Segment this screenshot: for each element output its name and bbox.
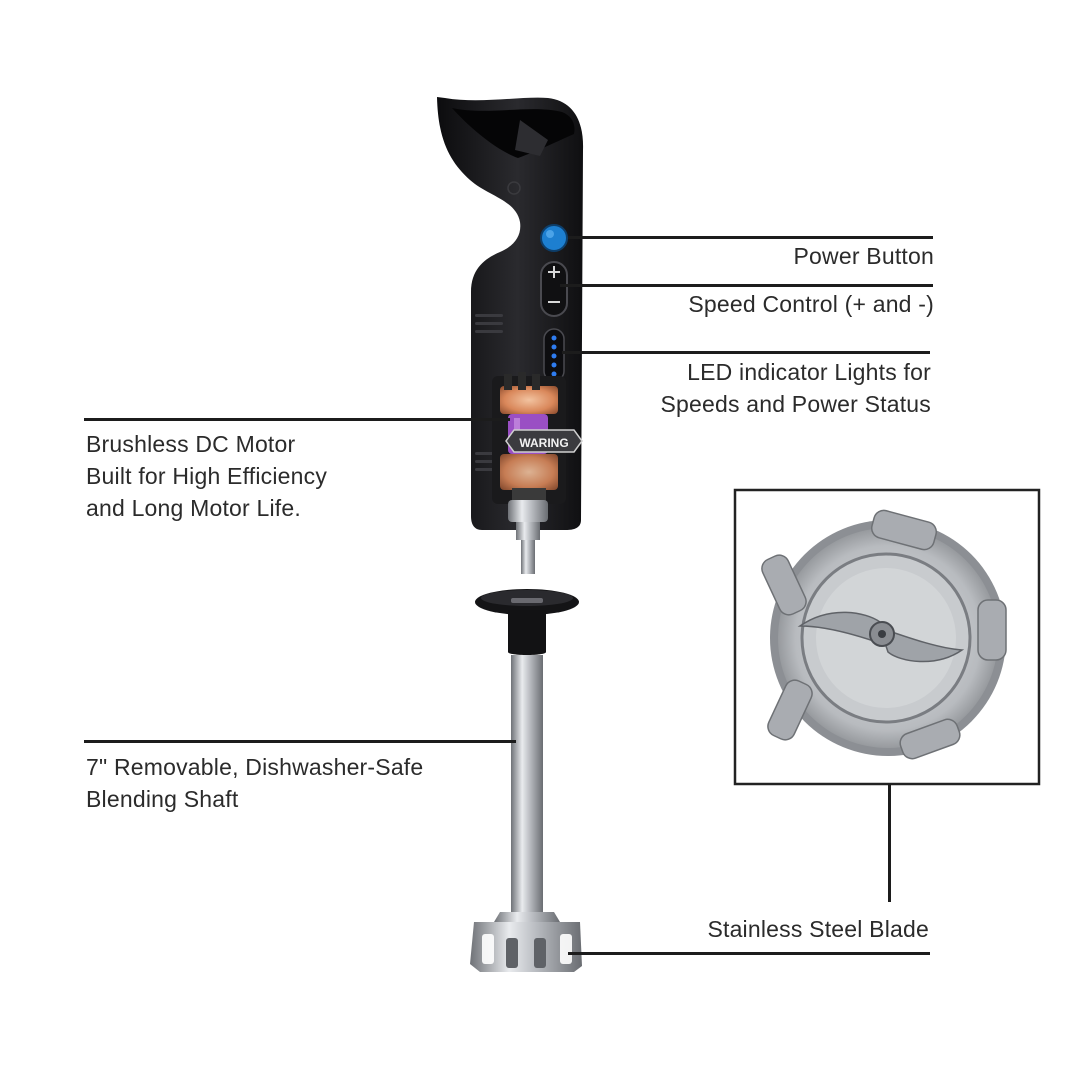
label-shaft: 7" Removable, Dishwasher-Safe Blending S…: [86, 754, 424, 812]
callout-line-power: [568, 236, 933, 239]
label-blade: Stainless Steel Blade: [707, 916, 929, 942]
blending-shaft: [511, 655, 543, 917]
callout-line-detail-connector: [888, 784, 891, 902]
callout-line-motor: [84, 418, 510, 421]
callout-line-speed: [560, 284, 933, 287]
callout-line-shaft: [84, 740, 516, 743]
shaft-top-cap: [475, 589, 579, 655]
callout-line-blade: [568, 952, 930, 955]
label-power-button: Power Button: [793, 243, 934, 269]
brand-badge-text: WARING: [519, 436, 568, 450]
vent-slots: [475, 314, 503, 471]
blade-guard: [470, 912, 582, 972]
speed-control-rocker: [540, 261, 568, 317]
callout-line-led: [562, 351, 930, 354]
drive-coupling: [508, 500, 548, 574]
blade-detail-illustration: [761, 509, 1007, 760]
label-motor: Brushless DC Motor Built for High Effici…: [86, 431, 328, 521]
led-indicator-strip: [543, 328, 565, 382]
power-button-icon: [540, 224, 568, 252]
brand-badge: WARING: [505, 429, 583, 453]
label-speed-control: Speed Control (+ and -): [688, 291, 934, 317]
label-led-indicator: LED indicator Lights for Speeds and Powe…: [660, 359, 931, 417]
